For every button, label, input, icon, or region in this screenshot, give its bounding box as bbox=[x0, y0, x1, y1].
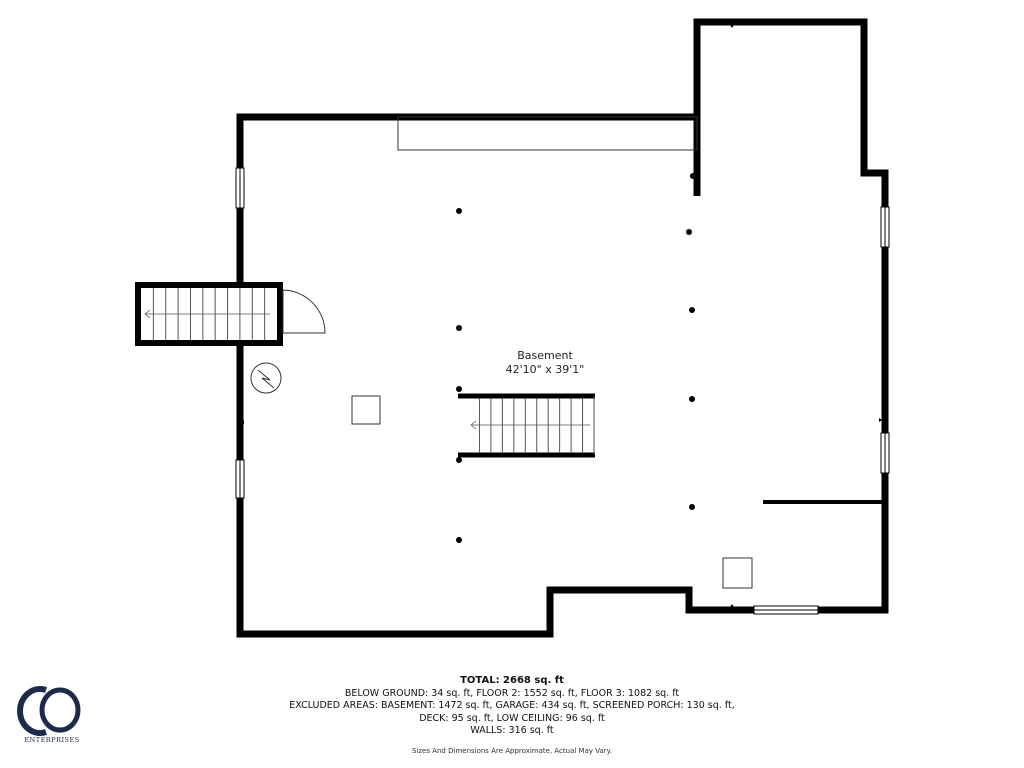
disclaimer: Sizes And Dimensions Are Approximate, Ac… bbox=[411, 746, 613, 755]
company-logo: ENTERPRISES bbox=[14, 682, 94, 748]
area-summary: TOTAL: 2668 sq. ft BELOW GROUND: 34 sq. … bbox=[262, 675, 762, 757]
summary-line-4: WALLS: 316 sq. ft bbox=[470, 725, 554, 736]
logo-subtitle: ENTERPRISES bbox=[24, 736, 80, 744]
soffit-outline bbox=[397, 116, 698, 151]
support-posts bbox=[456, 173, 696, 543]
room-name: Basement bbox=[517, 349, 573, 362]
exterior-walls bbox=[236, 18, 889, 638]
center-stairs bbox=[458, 393, 595, 458]
electrical-panel-icon bbox=[250, 362, 282, 394]
wall-markers bbox=[241, 25, 882, 607]
door-swing bbox=[282, 289, 326, 334]
windows bbox=[235, 167, 890, 615]
summary-line-1: BELOW GROUND: 34 sq. ft, FLOOR 2: 1552 s… bbox=[344, 687, 680, 699]
summary-line-2: EXCLUDED AREAS: BASEMENT: 1472 sq. ft, G… bbox=[289, 700, 735, 711]
water-heater bbox=[722, 557, 753, 589]
left-stairs bbox=[135, 282, 283, 346]
total-area: TOTAL: 2668 sq. ft bbox=[460, 675, 564, 686]
summary-line-3: DECK: 95 sq. ft, LOW CEILING: 96 sq. ft bbox=[419, 712, 605, 724]
utility-square bbox=[351, 395, 381, 425]
room-dimensions: 42'10" x 39'1" bbox=[505, 363, 585, 376]
co-monogram-icon bbox=[17, 686, 81, 736]
